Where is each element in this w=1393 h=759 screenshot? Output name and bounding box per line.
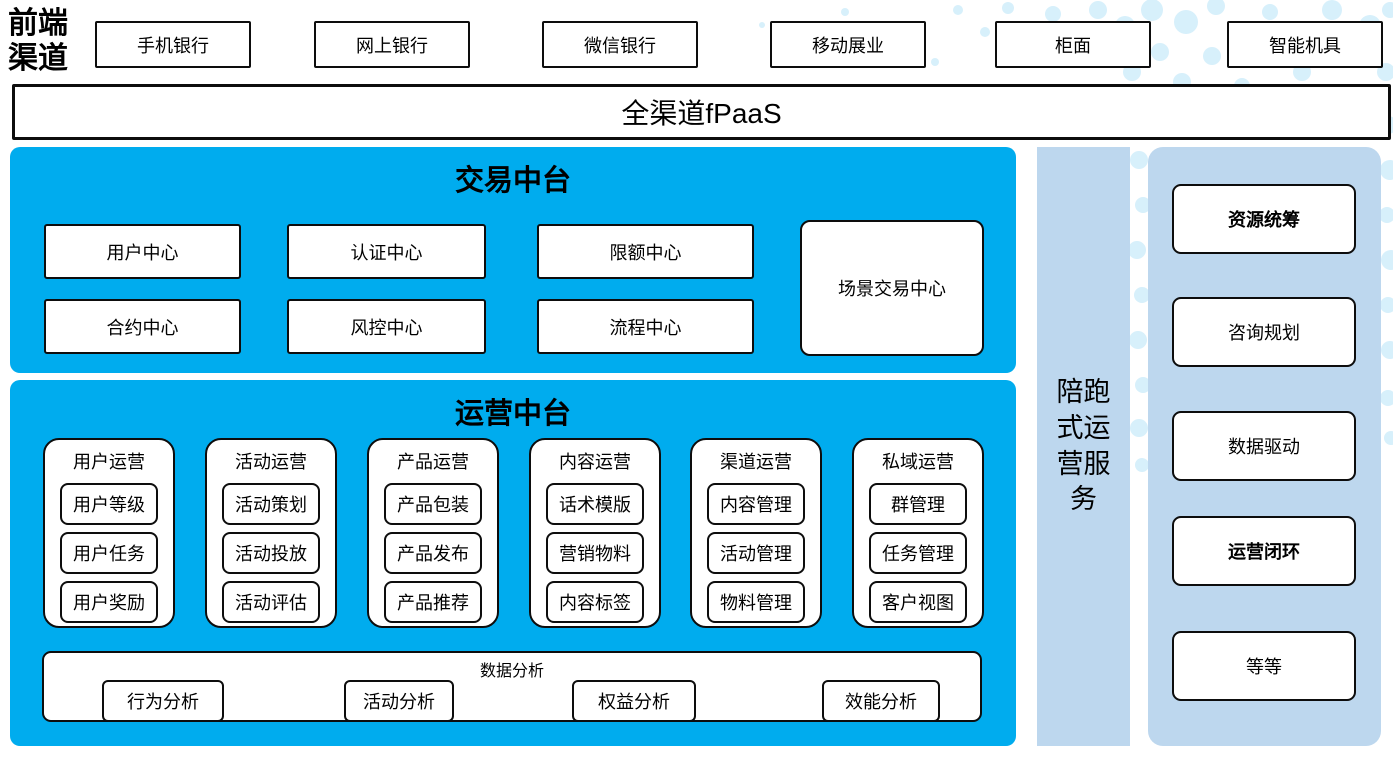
group-title: 渠道运营 (720, 452, 792, 472)
group-private-domain-ops: 私域运营 群管理 任务管理 客户视图 (852, 438, 984, 628)
channel-mobile-sales: 移动展业 (770, 21, 926, 68)
channel-smart-devices: 智能机具 (1227, 21, 1383, 68)
service-ops-closed-loop: 运营闭环 (1172, 516, 1356, 586)
item-user-task: 用户任务 (60, 532, 158, 574)
channel-wechat-banking: 微信银行 (542, 21, 698, 68)
group-title: 私域运营 (882, 452, 954, 472)
data-analytics-strip: 数据分析 行为分析 活动分析 权益分析 效能分析 (42, 651, 982, 722)
item-activity-planning: 活动策划 (222, 483, 320, 525)
front-channels-label: 前端渠道 (8, 6, 68, 77)
center-scene-trade: 场景交易中心 (800, 220, 984, 356)
trade-platform-title: 交易中台 (454, 163, 571, 197)
item-activity-analysis: 活动分析 (344, 680, 454, 722)
service-data-driven: 数据驱动 (1172, 411, 1356, 481)
item-user-reward: 用户奖励 (60, 581, 158, 623)
data-analytics-title: 数据分析 (479, 663, 544, 680)
channel-counter: 柜面 (995, 21, 1151, 68)
channel-online-banking: 网上银行 (314, 21, 470, 68)
item-activity-evaluation: 活动评估 (222, 581, 320, 623)
item-product-recommendation: 产品推荐 (384, 581, 482, 623)
service-resource-coordination: 资源统筹 (1172, 184, 1356, 254)
item-benefit-analysis: 权益分析 (572, 680, 696, 722)
group-title: 活动运营 (235, 452, 307, 472)
item-content-management: 内容管理 (707, 483, 805, 525)
item-customer-view: 客户视图 (869, 581, 967, 623)
companion-ops-service-label: 陪跑式运营服务 (1056, 377, 1111, 515)
center-contract: 合约中心 (44, 299, 241, 354)
ops-platform-section: 运营中台 用户运营 用户等级 用户任务 用户奖励 活动运营 活动策划 活动投放 … (10, 380, 1016, 746)
item-activity-launch: 活动投放 (222, 532, 320, 574)
center-authentication: 认证中心 (287, 224, 486, 279)
item-activity-management: 活动管理 (707, 532, 805, 574)
center-user: 用户中心 (44, 224, 241, 279)
group-channel-ops: 渠道运营 内容管理 活动管理 物料管理 (690, 438, 822, 628)
item-task-management: 任务管理 (869, 532, 967, 574)
center-process: 流程中心 (537, 299, 754, 354)
group-content-ops: 内容运营 话术模版 营销物料 内容标签 (529, 438, 661, 628)
channel-mobile-banking: 手机银行 (95, 21, 251, 68)
item-marketing-material: 营销物料 (546, 532, 644, 574)
service-consulting-planning: 咨询规划 (1172, 297, 1356, 367)
trade-platform-section: 交易中台 用户中心 认证中心 限额中心 合约中心 风控中心 流程中心 场景交易中… (10, 147, 1016, 373)
item-group-management: 群管理 (869, 483, 967, 525)
item-behavior-analysis: 行为分析 (102, 680, 224, 722)
fpaas-bar: 全渠道fPaaS (12, 84, 1391, 140)
group-product-ops: 产品运营 产品包装 产品发布 产品推荐 (367, 438, 499, 628)
group-title: 用户运营 (73, 452, 145, 472)
center-limit: 限额中心 (537, 224, 754, 279)
center-risk-control: 风控中心 (287, 299, 486, 354)
group-user-ops: 用户运营 用户等级 用户任务 用户奖励 (43, 438, 175, 628)
ops-platform-title: 运营中台 (454, 396, 571, 430)
item-user-level: 用户等级 (60, 483, 158, 525)
service-etc: 等等 (1172, 631, 1356, 701)
companion-ops-service-bar: 陪跑式运营服务 (1037, 147, 1130, 746)
item-efficiency-analysis: 效能分析 (822, 680, 940, 722)
group-title: 产品运营 (397, 452, 469, 472)
service-panel: 资源统筹 咨询规划 数据驱动 运营闭环 等等 (1148, 147, 1381, 746)
item-product-packaging: 产品包装 (384, 483, 482, 525)
item-material-management: 物料管理 (707, 581, 805, 623)
group-title: 内容运营 (559, 452, 631, 472)
item-script-template: 话术模版 (546, 483, 644, 525)
item-product-release: 产品发布 (384, 532, 482, 574)
group-activity-ops: 活动运营 活动策划 活动投放 活动评估 (205, 438, 337, 628)
item-content-tag: 内容标签 (546, 581, 644, 623)
